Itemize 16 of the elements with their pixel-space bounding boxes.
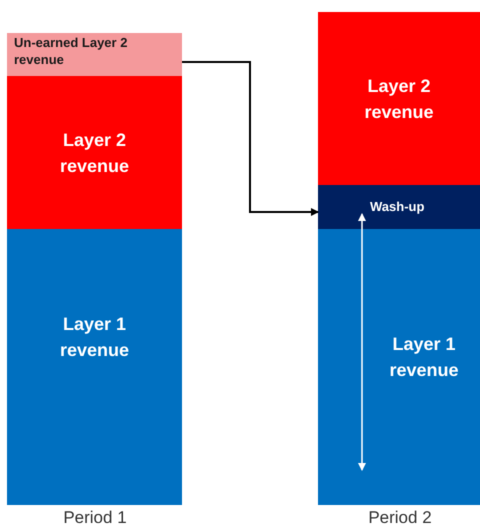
- revenue-band: [318, 229, 480, 505]
- unearned-revenue-band: [7, 33, 182, 76]
- period-label: Period 1: [62, 507, 128, 526]
- revenue-band: [7, 76, 182, 229]
- arrow: [182, 61, 319, 216]
- band-label: Wash-up: [370, 198, 424, 216]
- band-label: Un-earned Layer 2 revenue: [14, 34, 128, 68]
- period-label: Period 2: [367, 507, 433, 526]
- revenue-band: [7, 229, 182, 505]
- band-label: Layer 2 revenue: [363, 74, 435, 124]
- band-label: Layer 1 revenue: [388, 333, 460, 382]
- band-label: Layer 2 revenue: [58, 128, 130, 178]
- revenue-band: [318, 12, 480, 185]
- band-label: Layer 1 revenue: [58, 313, 130, 362]
- wash-up-band: [318, 185, 480, 229]
- arrow: [358, 213, 366, 471]
